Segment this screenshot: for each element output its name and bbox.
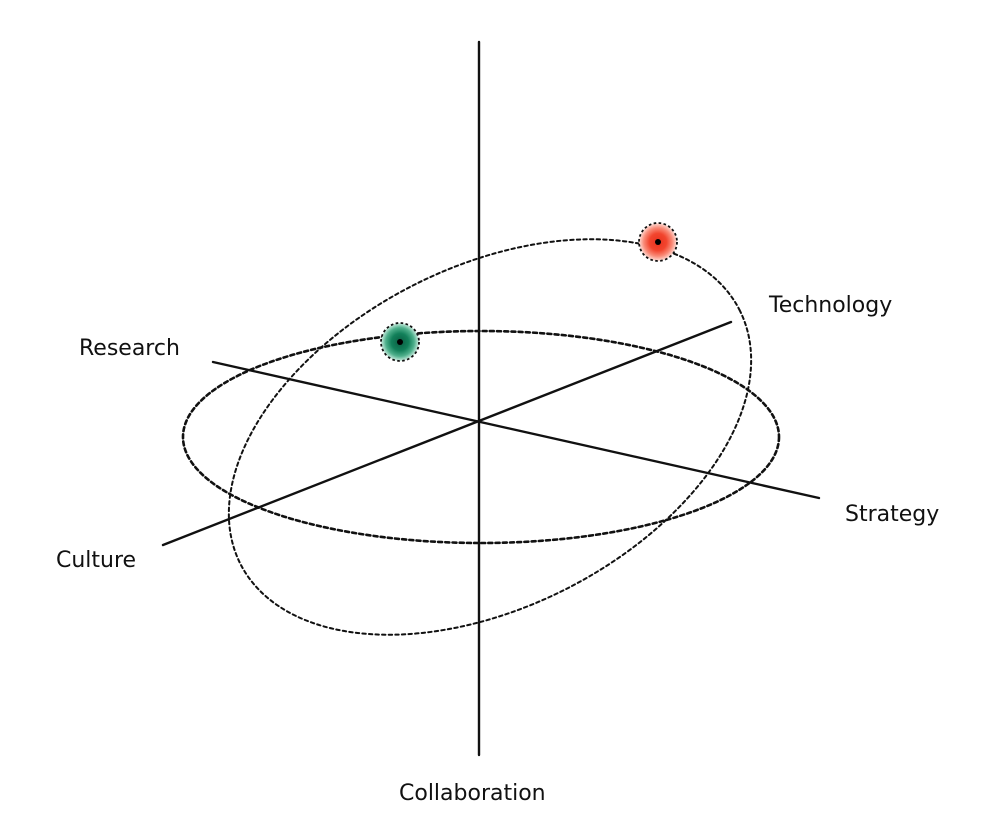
horizontal-orbit (181, 329, 781, 545)
strategy-label: Strategy (845, 502, 939, 527)
tilted-orbit (227, 238, 753, 636)
technology-label: Technology (768, 293, 892, 318)
culture-label: Culture (56, 548, 136, 573)
collaboration-label: Collaboration (399, 781, 546, 806)
technology-node (638, 222, 678, 262)
research-label: Research (79, 336, 180, 361)
research-strategy-axis (211, 360, 821, 500)
culture-technology-axis (161, 320, 733, 547)
research-node (380, 322, 420, 362)
